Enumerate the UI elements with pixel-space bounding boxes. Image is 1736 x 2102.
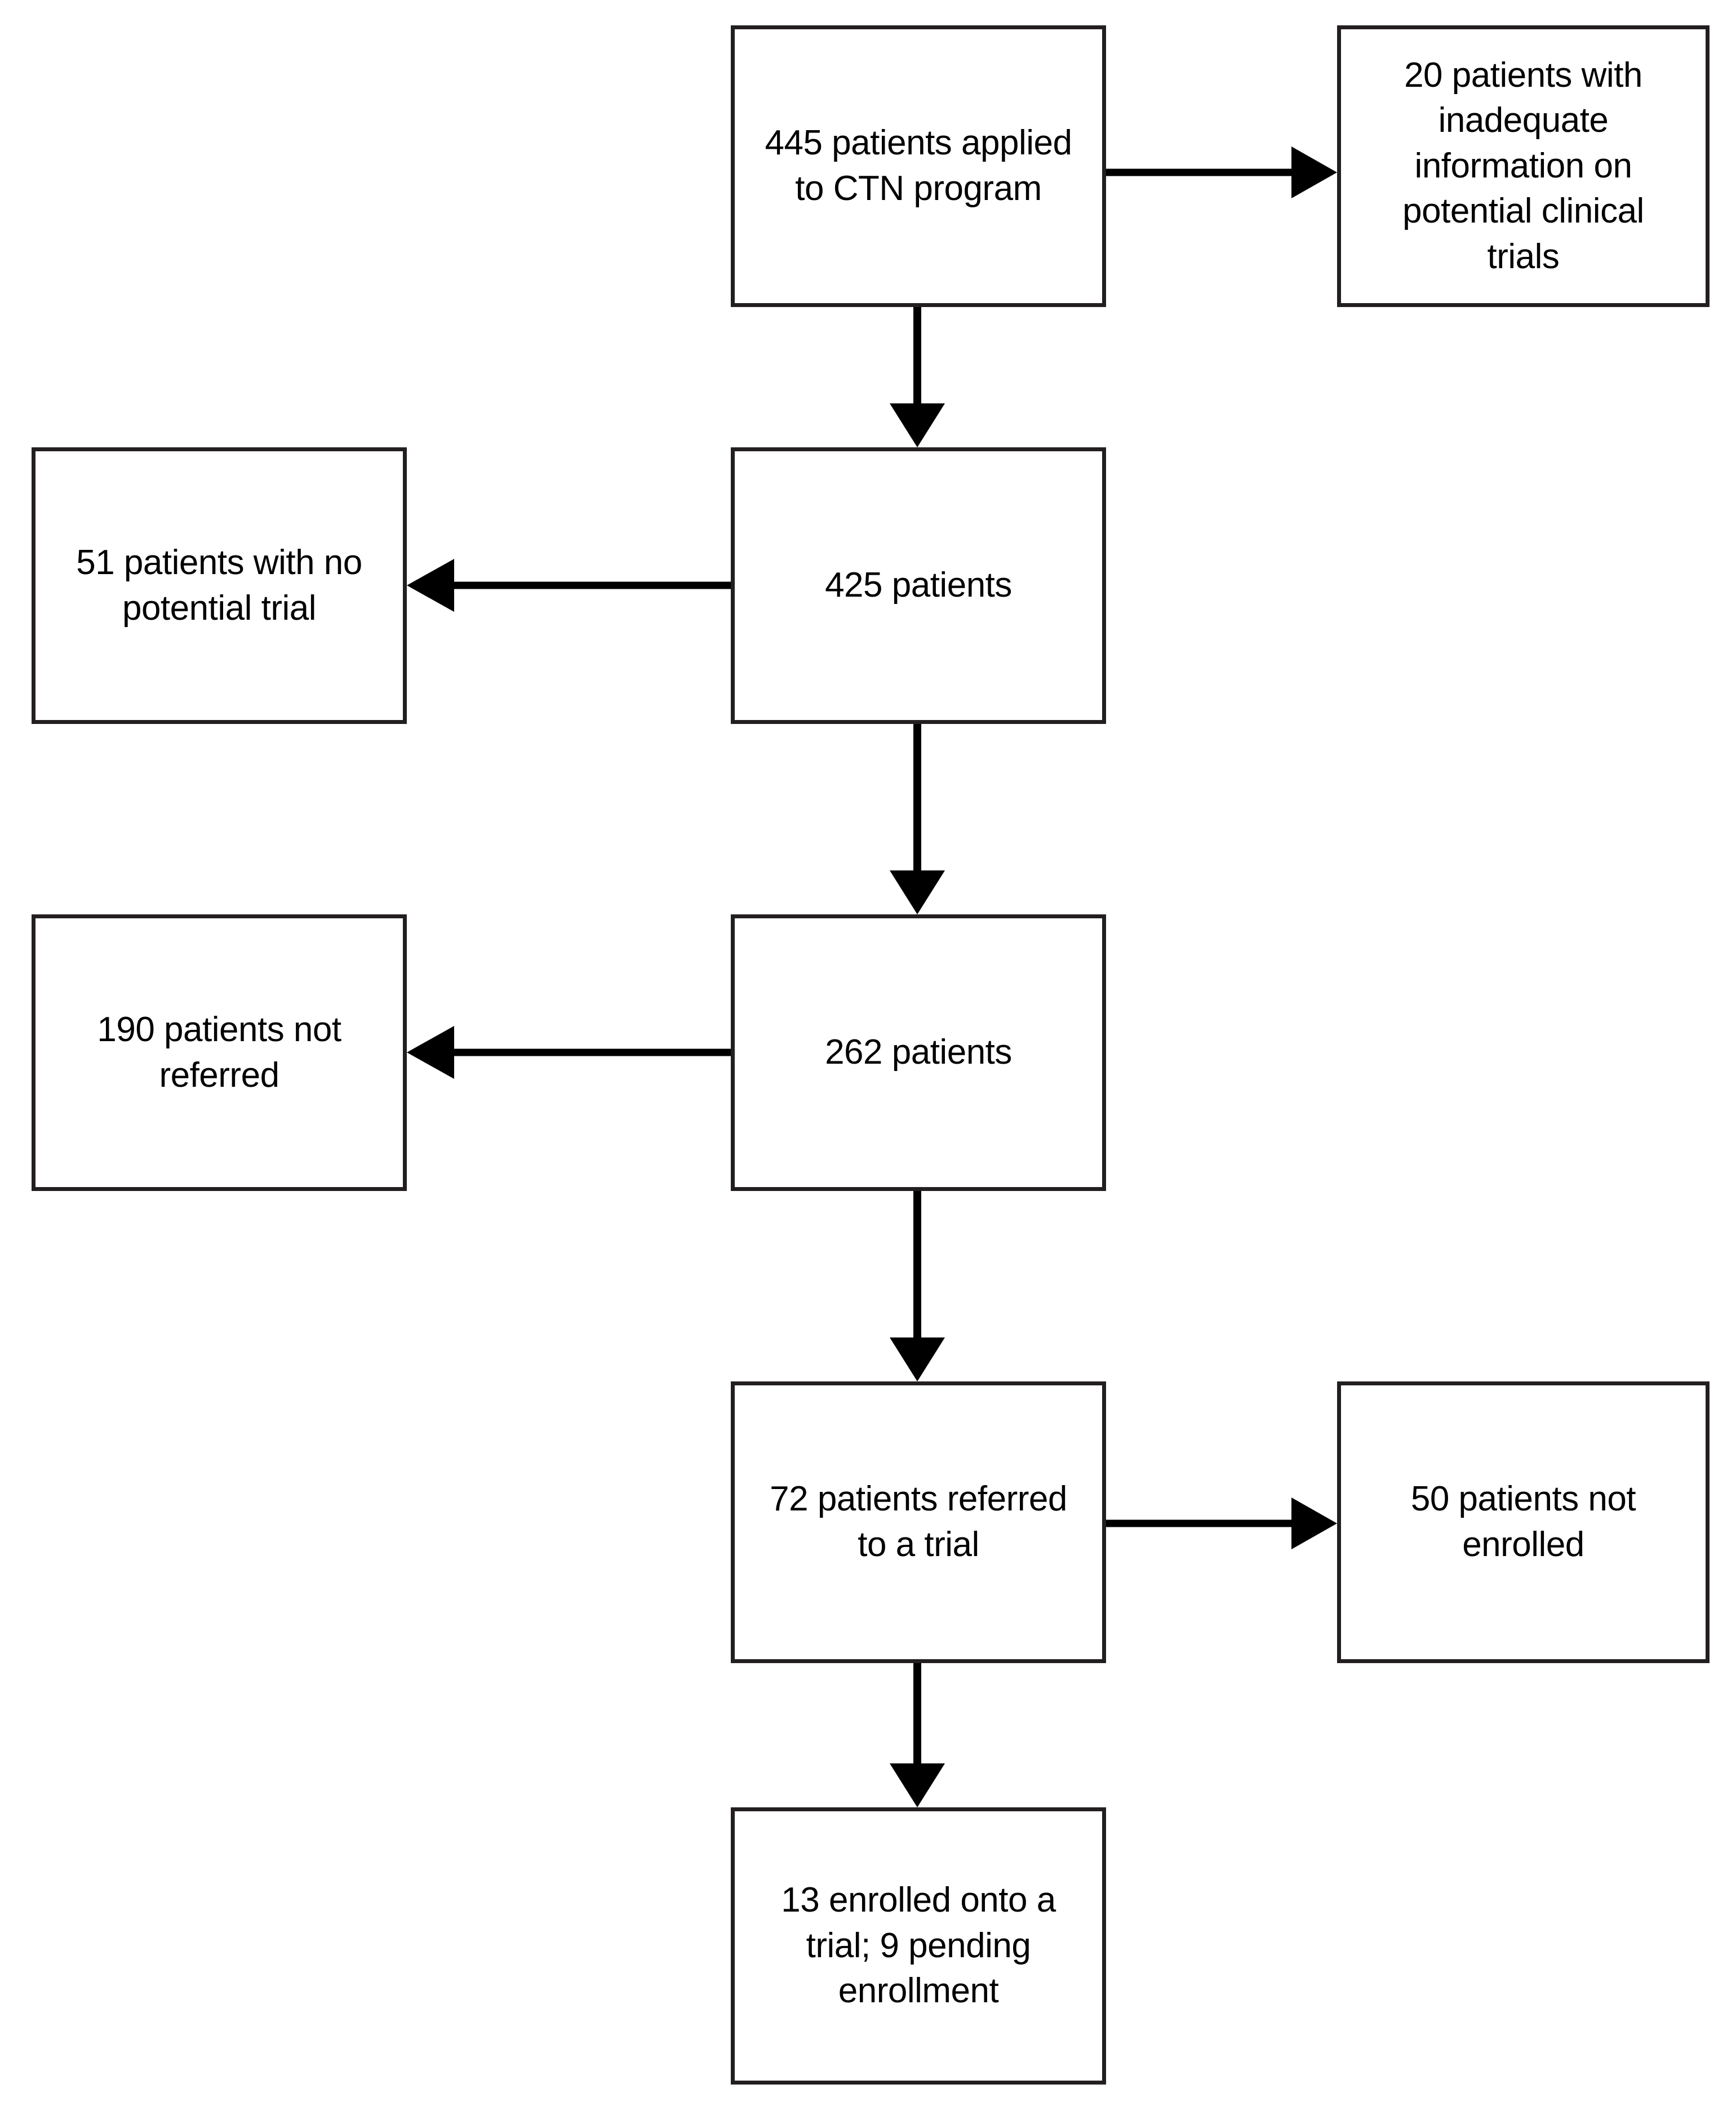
- node-not-referred[interactable]: 190 patients not referred: [32, 914, 407, 1191]
- node-enrolled-label: 13 enrolled onto a trial; 9 pending enro…: [781, 1881, 1056, 2011]
- node-referred-to-trial-label: 72 patients referred to a trial: [770, 1479, 1067, 1564]
- node-inadequate-info-label: 20 patients with inadequate information …: [1402, 55, 1644, 276]
- arrow-262-to-referred: [890, 1190, 945, 1381]
- node-applied-label: 445 patients applied to CTN program: [765, 123, 1072, 208]
- node-patients-425[interactable]: 425 patients: [731, 447, 1106, 724]
- arrow-applied-to-425: [890, 307, 945, 447]
- node-applied[interactable]: 445 patients applied to CTN program: [731, 25, 1106, 307]
- arrow-425-to-262: [890, 724, 945, 914]
- node-referred-to-trial[interactable]: 72 patients referred to a trial: [731, 1381, 1106, 1663]
- arrow-425-to-no-potential-trial: [407, 559, 731, 612]
- arrow-referred-to-not-enrolled: [1106, 1497, 1337, 1549]
- node-no-potential-trial-label: 51 patients with no potential trial: [76, 543, 362, 628]
- node-inadequate-info[interactable]: 20 patients with inadequate information …: [1337, 25, 1710, 307]
- node-not-enrolled-label: 50 patients not enrolled: [1410, 1479, 1636, 1564]
- arrow-applied-to-inadequate: [1106, 146, 1337, 198]
- arrow-referred-to-enrolled: [890, 1663, 945, 1807]
- node-patients-425-label: 425 patients: [825, 566, 1012, 605]
- node-enrolled[interactable]: 13 enrolled onto a trial; 9 pending enro…: [731, 1807, 1106, 2085]
- node-patients-262-label: 262 patients: [825, 1033, 1012, 1072]
- node-no-potential-trial[interactable]: 51 patients with no potential trial: [32, 447, 407, 724]
- node-not-enrolled[interactable]: 50 patients not enrolled: [1337, 1381, 1710, 1663]
- node-patients-262[interactable]: 262 patients: [731, 914, 1106, 1191]
- node-not-referred-label: 190 patients not referred: [97, 1010, 341, 1095]
- arrow-262-to-not-referred: [407, 1026, 731, 1079]
